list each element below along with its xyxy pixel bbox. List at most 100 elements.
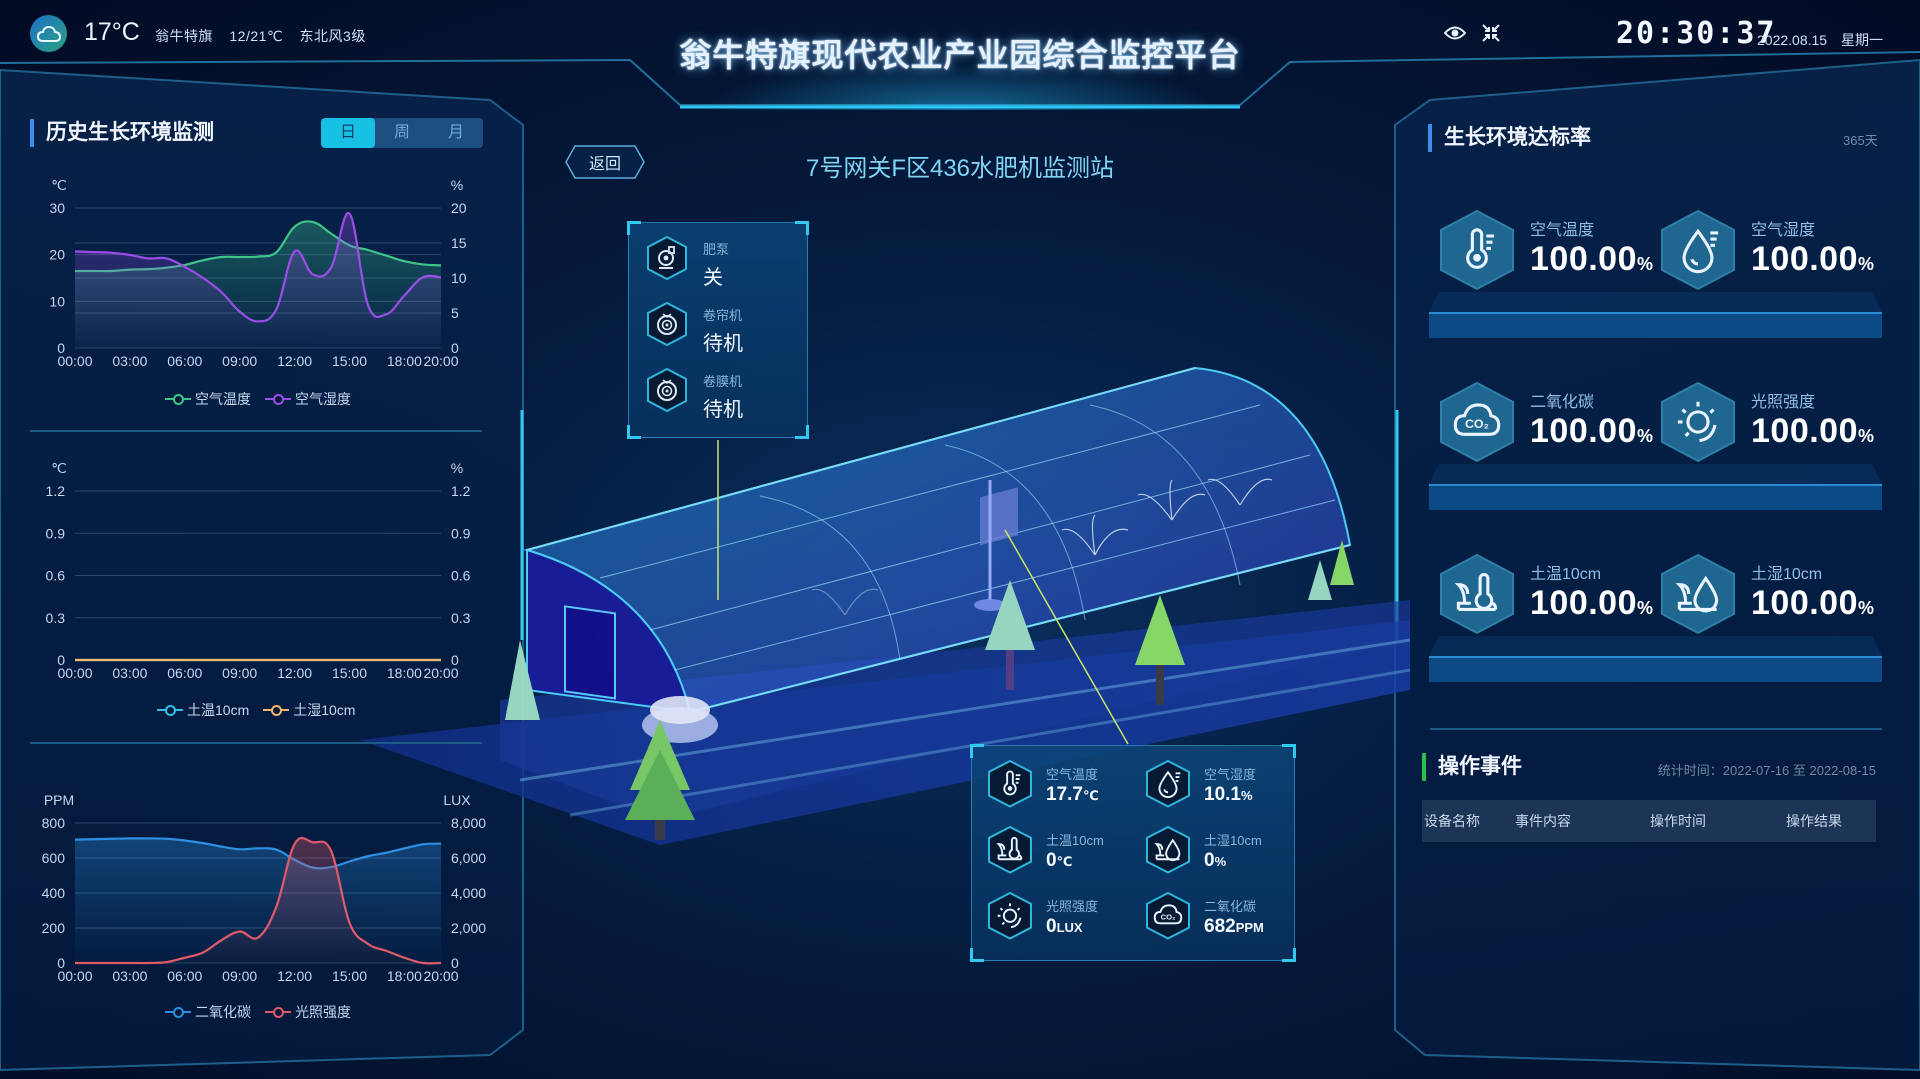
device-status-panel: 肥泵 关 卷帘机 待机 卷膜机 待机 (627, 221, 809, 439)
svg-text:LUX: LUX (443, 792, 471, 808)
weather-cloud-icon (30, 15, 67, 52)
device-film-roller[interactable]: 卷膜机 待机 (645, 367, 795, 427)
tab-month[interactable]: 月 (447, 124, 464, 141)
sensor-reading: 空气温度 17.7℃ (988, 760, 1138, 820)
compliance-section-title: 生长环境达标率 (1428, 124, 1591, 152)
platform-base (1429, 464, 1882, 510)
svg-text:18:00: 18:00 (387, 665, 422, 681)
weather-wind: 东北风3级 (299, 28, 366, 44)
co2-icon: CO₂ (1146, 892, 1190, 940)
svg-text:18:00: 18:00 (387, 353, 422, 369)
rate-label: 二氧化碳 (1530, 394, 1595, 411)
svg-text:2,000: 2,000 (451, 920, 486, 936)
rate-label: 空气温度 (1530, 222, 1595, 239)
sensor-readings-panel: 空气温度 17.7℃ 空气湿度 10.1% 土温10cm 0℃ 土湿10cm 0… (970, 744, 1296, 962)
svg-text:0.6: 0.6 (46, 568, 66, 584)
column-device-name[interactable]: 设备名称 (1424, 813, 1480, 829)
shrink-icon[interactable] (1482, 24, 1500, 42)
svg-text:0: 0 (451, 340, 459, 356)
motor-icon (647, 367, 687, 413)
sun-icon (988, 892, 1032, 940)
svg-text:12:00: 12:00 (277, 968, 312, 984)
svg-text:600: 600 (42, 850, 66, 866)
svg-text:00:00: 00:00 (57, 968, 92, 984)
sensor-label: 土湿10cm (1204, 833, 1262, 848)
device-fertilizer-pump[interactable]: 肥泵 关 (645, 235, 795, 295)
svg-text:06:00: 06:00 (167, 665, 202, 681)
back-button-label: 返回 (588, 156, 621, 173)
svg-text:03:00: 03:00 (112, 665, 147, 681)
rate-value: 100.00% (1530, 240, 1654, 278)
rate-label: 土湿10cm (1751, 566, 1823, 583)
water-drop-icon (1146, 760, 1190, 808)
column-operation-time[interactable]: 操作时间 (1650, 813, 1706, 829)
sensor-reading: 土湿10cm 0% (1146, 826, 1296, 886)
header-glow (700, 60, 1220, 110)
weather-location: 翁牛特旗 (155, 28, 213, 44)
svg-text:6,000: 6,000 (451, 850, 486, 866)
svg-text:06:00: 06:00 (167, 968, 202, 984)
sensor-label: 空气湿度 (1204, 767, 1257, 782)
legend-item[interactable]: 空气湿度 (265, 389, 351, 409)
svg-text:0: 0 (451, 652, 459, 668)
legend-item[interactable]: 光照强度 (265, 1002, 351, 1022)
weather-info: 翁牛特旗 12/21℃ 东北风3级 (155, 26, 378, 46)
svg-text:0.6: 0.6 (451, 568, 471, 584)
tab-week[interactable]: 周 (393, 124, 410, 141)
legend-item[interactable]: 二氧化碳 (165, 1002, 251, 1022)
history-section-title: 历史生长环境监测 (30, 119, 214, 147)
sensor-value: 0℃ (1046, 850, 1073, 871)
sensor-value: 0% (1204, 850, 1227, 871)
sensor-label: 土温10cm (1046, 833, 1104, 848)
soil-temperature-icon (1440, 554, 1514, 634)
station-title: 7号网关F区436水肥机监测站 (805, 155, 1115, 182)
legend-item[interactable]: 土温10cm (157, 700, 249, 720)
legend-marker-icon (265, 1006, 291, 1018)
legend-item[interactable]: 空气温度 (165, 389, 251, 409)
svg-text:0: 0 (57, 340, 65, 356)
sensor-reading: 光照强度 0LUX (988, 892, 1138, 952)
events-table-body (1422, 842, 1876, 1022)
back-button[interactable]: 返回 (565, 145, 645, 179)
svg-text:12:00: 12:00 (277, 665, 312, 681)
svg-text:℃: ℃ (51, 177, 67, 193)
legend-marker-icon (157, 704, 183, 716)
rate-label: 光照强度 (1751, 394, 1816, 411)
device-curtain-roller[interactable]: 卷帘机 待机 (645, 301, 795, 361)
rate-value: 100.00% (1751, 584, 1875, 622)
svg-text:10: 10 (451, 270, 467, 286)
svg-text:10: 10 (49, 293, 65, 309)
tab-day[interactable]: 日 (321, 118, 375, 148)
legend-item[interactable]: 土湿10cm (263, 700, 355, 720)
sun-icon (1661, 382, 1735, 462)
svg-text:℃: ℃ (51, 460, 67, 476)
rate-value: 100.00% (1751, 240, 1875, 278)
sensor-label: 二氧化碳 (1204, 899, 1257, 914)
svg-text:PPM: PPM (44, 792, 74, 808)
svg-text:200: 200 (42, 920, 66, 936)
sensor-label: 光照强度 (1046, 899, 1099, 914)
weekday: 星期一 (1840, 32, 1883, 48)
svg-text:0: 0 (57, 652, 65, 668)
eye-icon[interactable] (1443, 24, 1467, 42)
sensor-value: 17.7℃ (1046, 784, 1099, 805)
legend-marker-icon (263, 704, 290, 716)
svg-text:CO₂: CO₂ (1161, 913, 1176, 922)
column-event-content[interactable]: 事件内容 (1515, 813, 1571, 829)
svg-text:20:00: 20:00 (423, 968, 458, 984)
svg-text:09:00: 09:00 (222, 665, 257, 681)
svg-text:20: 20 (451, 200, 467, 216)
svg-text:0.9: 0.9 (451, 525, 471, 541)
svg-text:800: 800 (42, 815, 66, 831)
svg-text:30: 30 (49, 200, 65, 216)
svg-text:06:00: 06:00 (167, 353, 202, 369)
column-operation-result[interactable]: 操作结果 (1786, 813, 1842, 829)
svg-text:0.3: 0.3 (46, 610, 66, 626)
weather-temperature: 17°C (84, 18, 140, 46)
pump-icon (647, 235, 687, 281)
rate-label: 土温10cm (1530, 566, 1602, 583)
